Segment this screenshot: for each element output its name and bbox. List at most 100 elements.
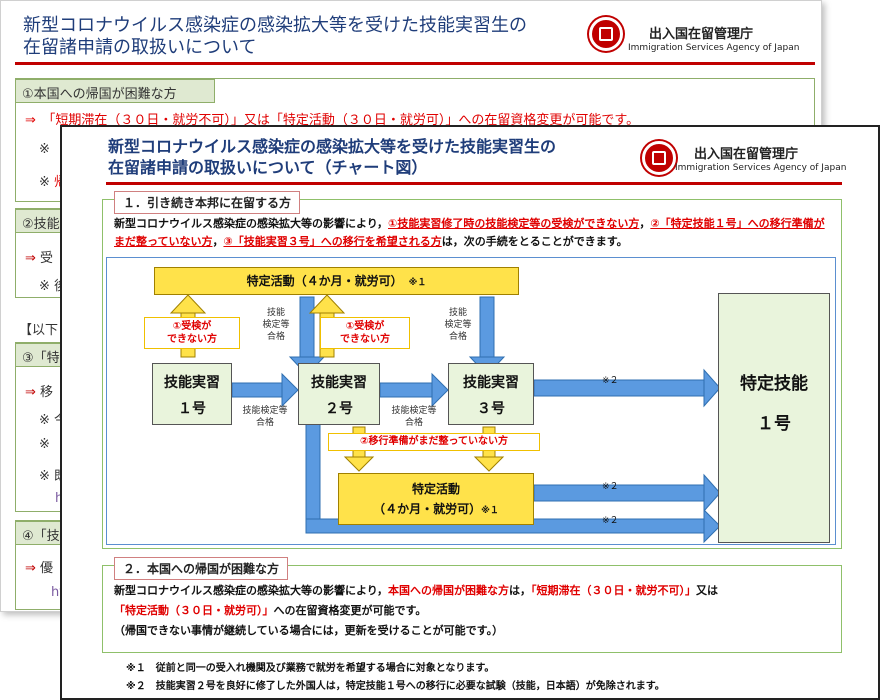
note-exam-2: ①受検ができない方 (320, 317, 410, 349)
arrow-bottom-activity-to-node4 (533, 473, 721, 513)
activity-top: 特定活動（４か月・就労可） ※１ (154, 267, 519, 295)
agency-seal-icon (642, 141, 676, 175)
sec2-p4: への在留資格変更が可能です。 (273, 604, 427, 617)
node3-line2: ３号 (477, 401, 505, 417)
node4-line1: 特定技能 (740, 374, 808, 394)
back-agency-jp: 出入国在留管理庁 (649, 27, 754, 42)
back-title: 新型コロナウイルス感染症の感染拡大等を受けた技能実習生の 在留諸申請の取扱いにつ… (23, 15, 563, 59)
intro-r1: ①技能実習修了時の技能検定等の受検ができない方 (388, 217, 640, 230)
sec2-p1: 新型コロナウイルス感染症の感染拡大等の影響により， (114, 584, 389, 597)
intro-p4: は，次の手続をとることができます。 (441, 235, 628, 248)
note-exam-1-line1: ①受検が (172, 321, 212, 332)
back-mark-b: ※ (39, 175, 50, 190)
back-title-rule (15, 62, 815, 65)
front-title: 新型コロナウイルス感染症の感染拡大等を受けた技能実習生の 在留諸申請の取扱いにつ… (108, 136, 556, 178)
back-arrow-c-row: ⇒ 優 (25, 557, 53, 576)
note-prep: ②移行準備がまだ整っていない方 (328, 433, 540, 451)
sec2-r1: 本国への帰国が困難な方 (388, 584, 510, 597)
back-mark-d: ※ (39, 413, 50, 428)
activity-top-label: 特定活動（４か月・就労可） (246, 274, 397, 288)
node-ginou-3: 技能実習 ３号 (448, 363, 534, 425)
agency-seal-icon (589, 17, 623, 51)
back-text-c: 移 (40, 385, 54, 400)
note-exam-2-line2: できない方 (340, 334, 390, 345)
front-agency-jp: 出入国在留管理庁 (694, 147, 799, 162)
back-arrow-b-row: ⇒ 移 (25, 381, 53, 400)
back-section1-text: ⇒ 「短期滞在（３０日・就労不可）」又は「特定活動（３０日・就労可）」への在留資… (25, 113, 640, 128)
activity-top-mark: ※１ (408, 278, 427, 288)
sec2-r3: 「特定活動（３０日・就労可）」 (114, 604, 274, 617)
pass-label-top-1: 技能 検定等 合格 (262, 308, 290, 342)
back-section1-head: ①本国への帰国が困難な方 (15, 79, 215, 103)
intro-p2: ， (639, 217, 651, 230)
back-arrow-b: ⇒ (25, 385, 36, 400)
node1-line1: 技能実習 (164, 375, 220, 391)
node3-line1: 技能実習 (463, 375, 519, 391)
mark2-c: ※２ (602, 516, 619, 526)
activity-bottom-line2-row: （４か月・就労可）※１ (339, 499, 533, 521)
note-exam-2-line1: ①受検が (345, 321, 385, 332)
back-agency-en: Immigration Services Agency of Japan (628, 43, 800, 53)
mark2-b: ※２ (602, 482, 619, 492)
front-slide: 新型コロナウイルス感染症の感染拡大等を受けた技能実習生の 在留諸申請の取扱いにつ… (60, 125, 880, 700)
section1-box (102, 199, 842, 549)
node-ginou-2: 技能実習 ２号 (298, 363, 380, 425)
sec2-r2: 「短期滞在（３０日・就労不可）」 (531, 584, 697, 597)
intro-p3: ， (212, 235, 224, 248)
back-text-a: 受 (40, 251, 54, 266)
pass-label-1: 技能検定等 合格 (242, 406, 288, 428)
node1-line2: １号 (178, 401, 206, 417)
back-mark-e: ※ (39, 437, 50, 452)
activity-bottom-line1: 特定活動 (411, 482, 460, 496)
intro-p1: 新型コロナウイルス感染症の感染拡大等の影響により， (114, 217, 389, 230)
arrow-node1-to-node2 (231, 372, 299, 408)
section2-text: 新型コロナウイルス感染症の感染拡大等の影響により，本国への帰国が困難な方は，「短… (114, 581, 839, 641)
mark2-a: ※２ (602, 376, 619, 386)
front-title-line2: 在留諸申請の取扱いについて（チャート図） (108, 158, 428, 177)
note-exam-1: ①受検ができない方 (144, 317, 240, 349)
back-arrow-a: ⇒ (25, 251, 36, 266)
footnote-2: ※２ 技能実習２号を良好に修了した外国人は，特定技能１号への移行に必要な試験（技… (126, 681, 665, 692)
back-arrow-a-row: ⇒ 受 (25, 247, 53, 266)
section1-label: １．引き続き本邦に在留する方 (114, 191, 301, 214)
section2-line1: 新型コロナウイルス感染症の感染拡大等の影響により，本国への帰国が困難な方は，「短… (114, 581, 839, 601)
section1-intro: 新型コロナウイルス感染症の感染拡大等の影響により，①技能実習修了時の技能検定等の… (114, 215, 834, 251)
pass-label-2: 技能検定等 合格 (391, 406, 437, 428)
back-logo (589, 17, 625, 53)
activity-bottom-mark: ※１ (481, 506, 499, 516)
node-tokutei-1: 特定技能 １号 (718, 293, 830, 543)
node2-line2: ２号 (325, 401, 353, 417)
front-agency-en: Immigration Services Agency of Japan (675, 163, 847, 173)
pass-label-top-2: 技能 検定等 合格 (444, 308, 472, 342)
intro-r2: ②「特定技能１号」への移行準備がまだ整っていない方 (114, 217, 825, 248)
node-ginou-1: 技能実習 １号 (152, 363, 232, 425)
section2-box (102, 565, 842, 653)
activity-bottom: 特定活動 （４か月・就労可）※１ (338, 473, 534, 525)
footnote-1: ※１ 従前と同一の受入れ機関及び業務で就労を希望する場合に対象となります。 (126, 663, 495, 674)
back-arrow-c: ⇒ (25, 561, 36, 576)
back-mark-f: ※ (39, 469, 50, 484)
back-section1-line: ⇒ 「短期滞在（３０日・就労不可）」又は「特定活動（３０日・就労可）」への在留資… (25, 109, 815, 128)
back-title-line1: 新型コロナウイルス感染症の感染拡大等を受けた技能実習生の (23, 15, 527, 36)
section2-line3: （帰国できない事情が継続している場合には，更新を受けることが可能です。） (114, 624, 504, 637)
section2-line2: 「特定活動（３０日・就労可）」への在留資格変更が可能です。 (114, 601, 839, 621)
activity-bottom-line2: （４か月・就労可） (373, 502, 482, 516)
arrow-node3-to-node4 (533, 368, 721, 408)
front-title-rule (106, 182, 842, 185)
back-mark-a: ※ (39, 142, 50, 157)
back-link-a[interactable]: h (55, 491, 63, 506)
arrow-node2-to-node3 (379, 372, 449, 408)
note-exam-1-line2: できない方 (167, 334, 217, 345)
intro-r3: ③「技能実習３号」への移行を希望される方 (223, 235, 442, 248)
sec2-p3: 又は (696, 584, 719, 597)
node2-line1: 技能実習 (311, 375, 367, 391)
back-title-line2: 在留諸申請の取扱いについて (23, 37, 257, 58)
section2-label: ２．本国への帰国が困難な方 (114, 557, 289, 580)
flow-area (106, 257, 836, 545)
back-below-label: 【以下 (19, 323, 59, 338)
node4-line2: １号 (757, 414, 791, 434)
back-mark-c: ※ (39, 279, 50, 294)
activity-top-text: 特定活動（４か月・就労可） ※１ (155, 268, 518, 296)
sec2-p2: は， (509, 584, 532, 597)
back-text-f: 優 (40, 561, 54, 576)
